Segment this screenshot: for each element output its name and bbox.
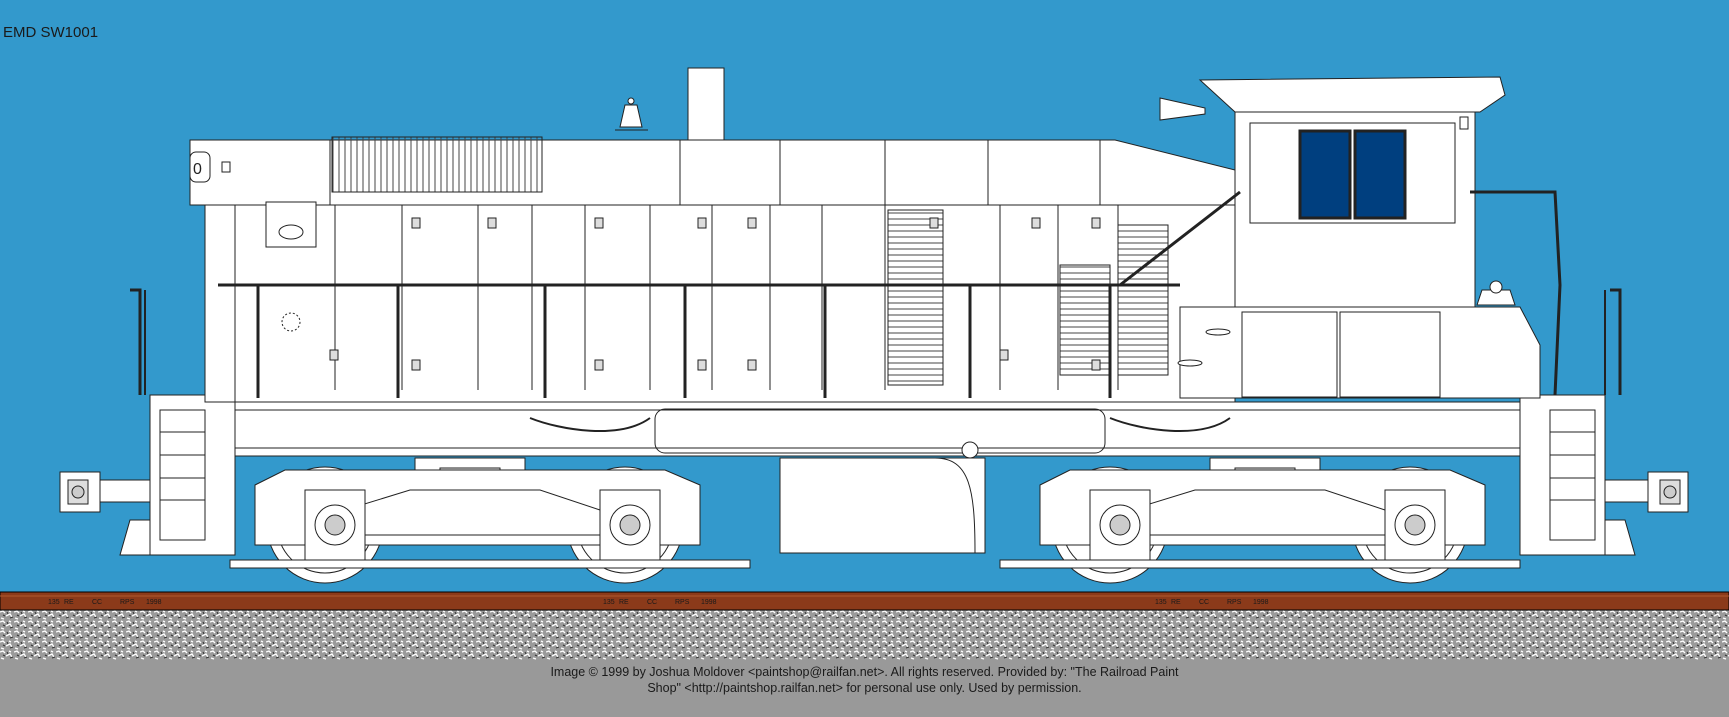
rear-pilot (1519, 394, 1636, 556)
rail-marking: 135 (48, 599, 60, 606)
radiator-grille (331, 136, 543, 193)
rear-coupler (1604, 471, 1689, 513)
rail-marking: 135 (1155, 599, 1167, 606)
rear-truck (999, 457, 1521, 584)
rail-marking: CC (92, 599, 102, 606)
copyright-line-2: Shop" <http://paintshop.railfan.net> for… (647, 681, 1082, 695)
rail-marking: RPS (120, 599, 135, 606)
front-coupler (59, 471, 151, 513)
svg-text:0: 0 (193, 161, 202, 178)
image-title: EMD SW1001 (3, 24, 99, 41)
horn (1159, 97, 1206, 121)
front-truck (229, 457, 751, 584)
front-pilot (119, 394, 236, 556)
copyright-notice: Image © 1999 by Joshua Moldover <paintsh… (0, 664, 1729, 696)
cab-window-left (1298, 129, 1352, 220)
fuel-tank (779, 457, 986, 554)
rail-marking: CC (1199, 599, 1209, 606)
short-hood (1177, 280, 1541, 399)
rail-marking: RE (64, 599, 74, 606)
rail-marking: 135 (603, 599, 615, 606)
rail-marking: CC (647, 599, 657, 606)
ballast (0, 610, 1729, 660)
long-hood: 0 (189, 136, 1236, 403)
copyright-line-1: Image © 1999 by Joshua Moldover <paintsh… (550, 665, 1179, 679)
rail-marking: 1998 (1253, 599, 1269, 606)
exhaust-stack (687, 67, 725, 141)
rail-marking: RE (1171, 599, 1181, 606)
rail (0, 591, 1729, 611)
rail-marking: RPS (675, 599, 690, 606)
cab-window-right (1353, 129, 1407, 220)
rail-marking: 1998 (701, 599, 717, 606)
rail-marking: RE (619, 599, 629, 606)
rail-marking: RPS (1227, 599, 1242, 606)
locomotive-drawing: 135 RE CC RPS 1998 135 RE CC RPS 1998 135 RE CC RPS 19… (0, 67, 1729, 660)
bell (615, 97, 648, 131)
credit-band: Image © 1999 by Joshua Moldover <paintsh… (0, 660, 1729, 717)
cab (1119, 76, 1562, 396)
rail-markings: 135 RE CC RPS 1998 135 RE CC RPS 1998 135 RE CC RPS 19… (48, 599, 1269, 606)
rail-marking: 1998 (146, 599, 162, 606)
